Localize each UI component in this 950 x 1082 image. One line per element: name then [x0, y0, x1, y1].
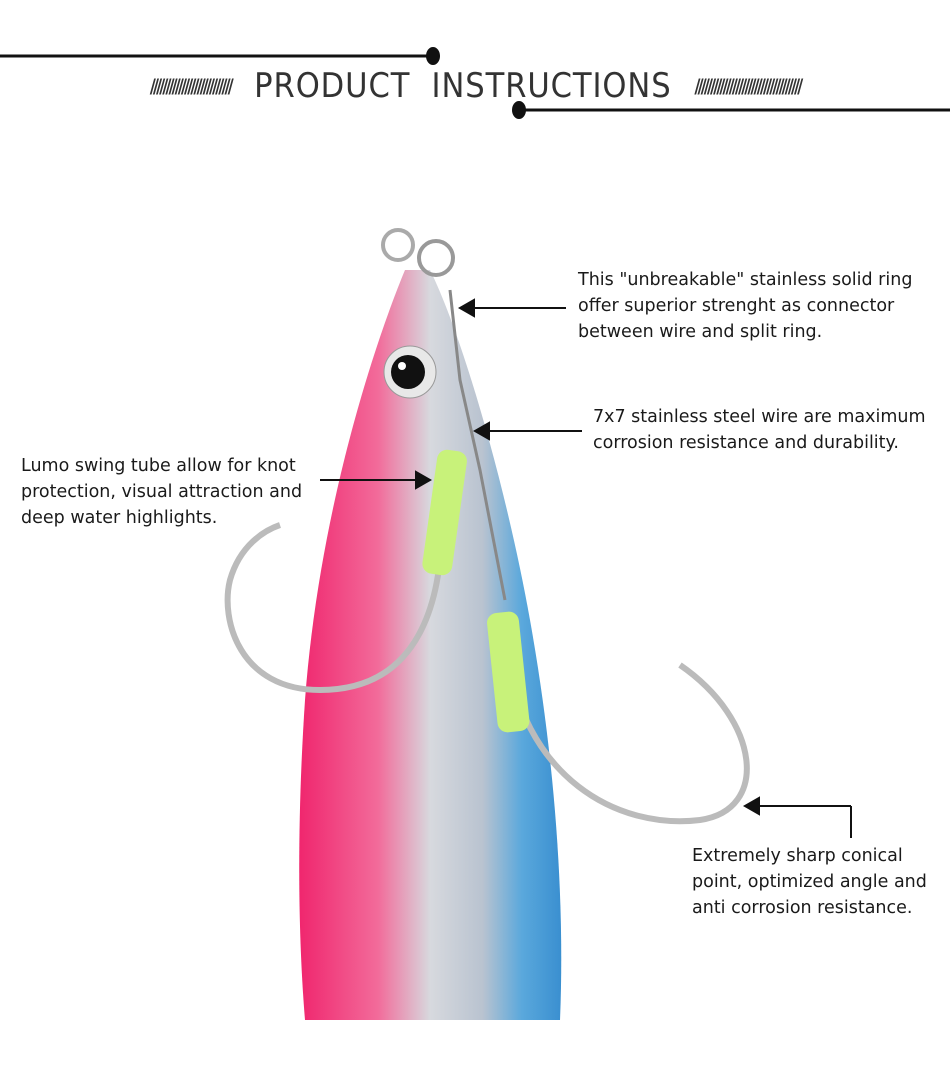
steel-wire [448, 289, 507, 601]
callout-line: deep water highlights. [21, 508, 218, 528]
title-text: PRODUCT INSTRUCTIONS [253, 66, 672, 106]
callout-line: 7x7 stainless steel wire are maximum [593, 407, 926, 427]
lumo-tube [487, 611, 530, 733]
callout-line: offer superior strenght as connector [578, 296, 895, 316]
callout-line: point, optimized angle and [692, 872, 927, 892]
page-title: ////////////////////////// PRODUCT INSTRU… [0, 64, 950, 106]
hook-right [502, 639, 750, 825]
callout-line: This "unbreakable" stainless solid ring [578, 270, 913, 290]
callout-line: protection, visual attraction and [21, 482, 303, 502]
callout-hook: Extremely sharp conical point, optimized… [692, 843, 927, 921]
header-lines [0, 47, 950, 119]
callout-line: corrosion resistance and durability. [593, 433, 899, 453]
callout-line: Extremely sharp conical [692, 846, 903, 866]
callout-line: between wire and split ring. [578, 322, 823, 342]
callout-line: Lumo swing tube allow for knot [21, 456, 296, 476]
callout-arrows [320, 298, 852, 838]
eye-icon [383, 345, 437, 399]
callout-line: anti corrosion resistance. [692, 898, 913, 918]
lumo-tube [422, 449, 467, 576]
callout-ring: This "unbreakable" stainless solid ring … [578, 267, 912, 345]
hatch-decoration-right: ////////////////////////////////// [694, 74, 803, 100]
jig-body [299, 270, 562, 1020]
split-ring [417, 239, 455, 277]
callout-tube: Lumo swing tube allow for knot protectio… [21, 453, 302, 531]
hatch-decoration-left: ////////////////////////// [149, 74, 234, 100]
callout-wire: 7x7 stainless steel wire are maximum cor… [593, 404, 926, 456]
solid-ring [381, 228, 415, 262]
hook-left [224, 479, 445, 694]
